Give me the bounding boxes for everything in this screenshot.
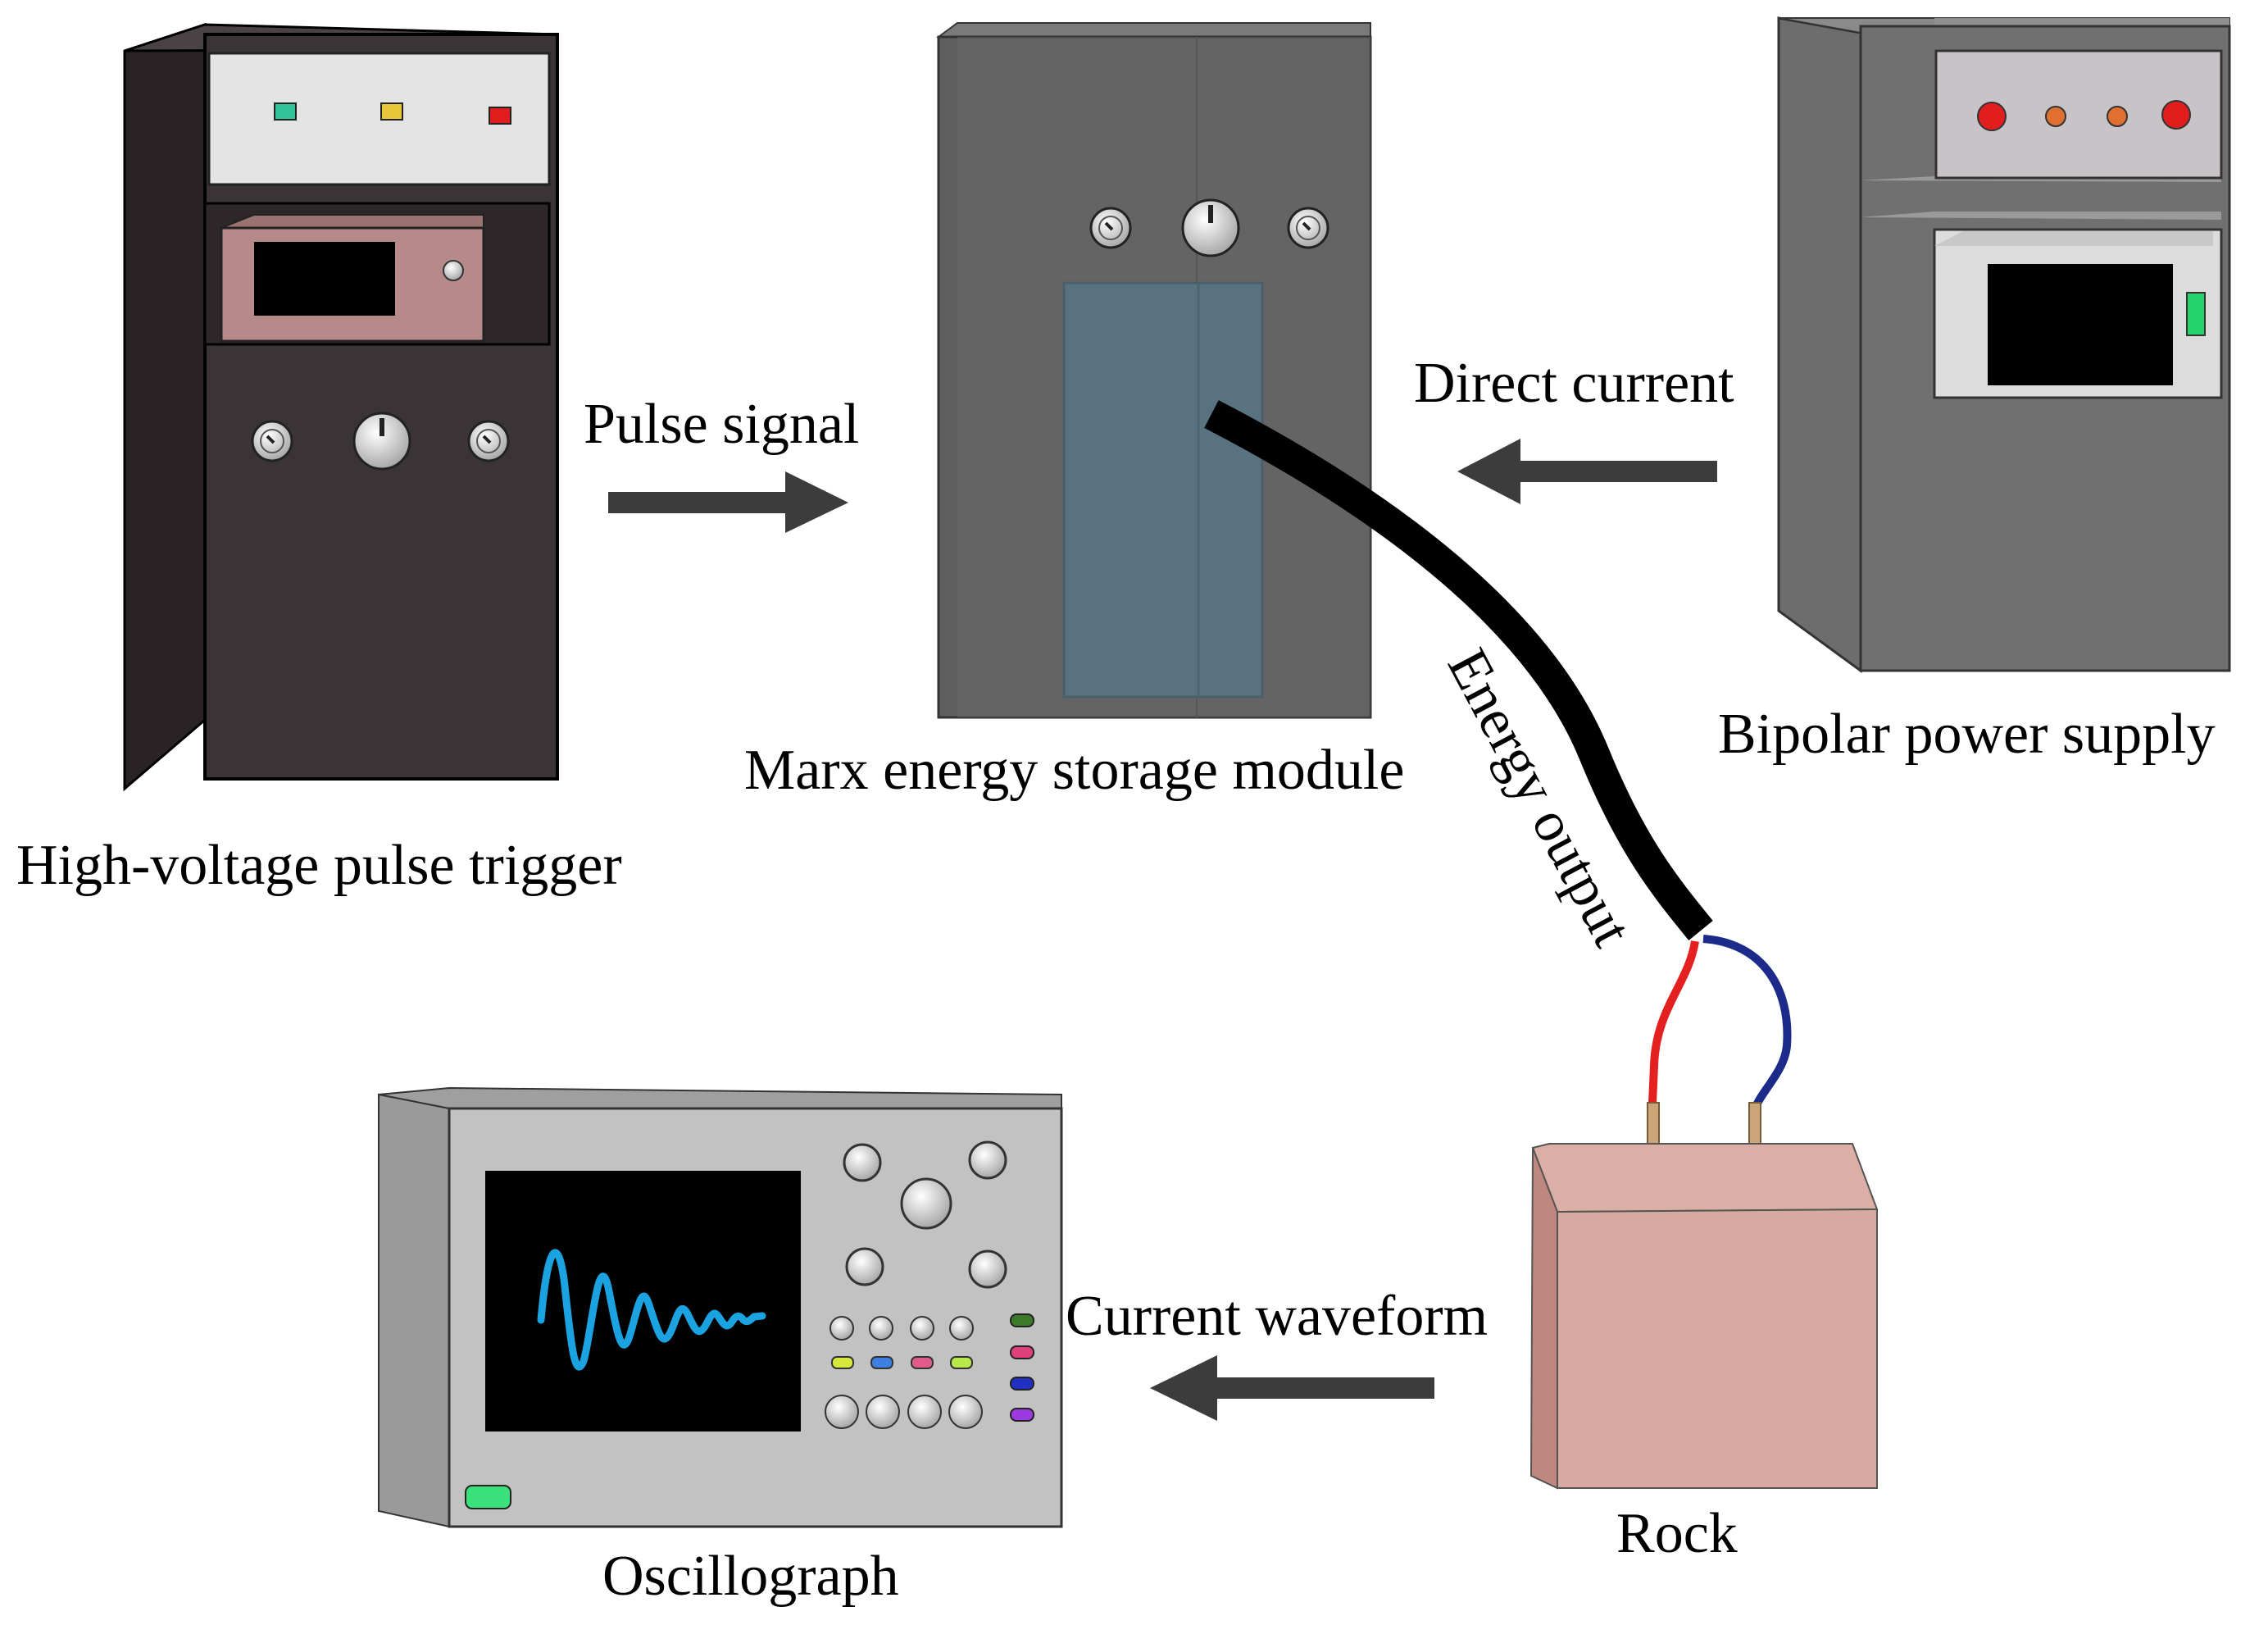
wire-red [1648,940,1699,1104]
label-rock: Rock [1616,1502,1738,1565]
trigger-cabinet [123,22,559,792]
rock-sample [1529,1143,1879,1490]
knob-icon [1089,207,1132,249]
label-trigger: High-voltage pulse trigger [16,834,622,897]
oscillograph [378,1086,1063,1528]
indicator-light [489,107,511,125]
knob-icon [900,1177,952,1230]
energy-output-cable [1204,400,1713,941]
knob-icon [443,260,464,281]
indicator-light [2107,106,2128,127]
label-pulse-signal: Pulse signal [584,393,859,456]
capacitor-bank [1062,281,1264,699]
button-icon [1010,1377,1034,1391]
knob-icon [352,412,411,471]
knob-icon [1287,207,1329,249]
indicator-light [1977,102,2007,131]
wire-blue [1702,935,1792,1109]
indicator-light [274,102,297,121]
button-icon [911,1356,934,1369]
label-bipolar: Bipolar power supply [1718,703,2216,766]
button-icon [907,1395,942,1429]
button-icon [950,1356,973,1369]
label-direct-current: Direct current [1414,352,1734,415]
knob-icon [968,1249,1007,1289]
button-icon [910,1316,934,1341]
marx-cabinet [935,22,1372,719]
knob-icon [467,420,510,462]
knob-icon [845,1247,884,1286]
button-icon [866,1395,900,1429]
label-marx: Marx energy storage module [744,739,1404,802]
knob-icon [1181,198,1240,257]
button-icon [1010,1408,1034,1422]
arrow-pulse-signal [608,471,848,533]
power-button-icon [465,1485,511,1509]
indicator-light [2045,106,2066,127]
button-icon [1010,1313,1034,1327]
indicator-light [380,102,403,121]
arrow-direct-current [1457,439,1717,504]
button-icon [829,1316,854,1341]
knob-icon [251,420,293,462]
label-current-waveform: Current waveform [1066,1285,1488,1348]
button-icon [825,1395,859,1429]
button-icon [1010,1345,1034,1359]
button-icon [948,1395,983,1429]
display-screen [254,242,395,316]
knob-icon [843,1143,882,1182]
arrow-current-waveform [1150,1355,1434,1421]
label-oscillograph: Oscillograph [602,1545,899,1608]
button-icon [831,1356,854,1369]
knob-icon [968,1140,1007,1180]
power-switch-icon [2186,292,2206,336]
indicator-light [2161,100,2191,130]
bipolar-cabinet [1777,16,2231,673]
button-icon [870,1356,893,1369]
button-icon [949,1316,974,1341]
button-icon [869,1316,893,1341]
display-screen [1988,264,2173,385]
waveform-trace [537,1249,766,1371]
